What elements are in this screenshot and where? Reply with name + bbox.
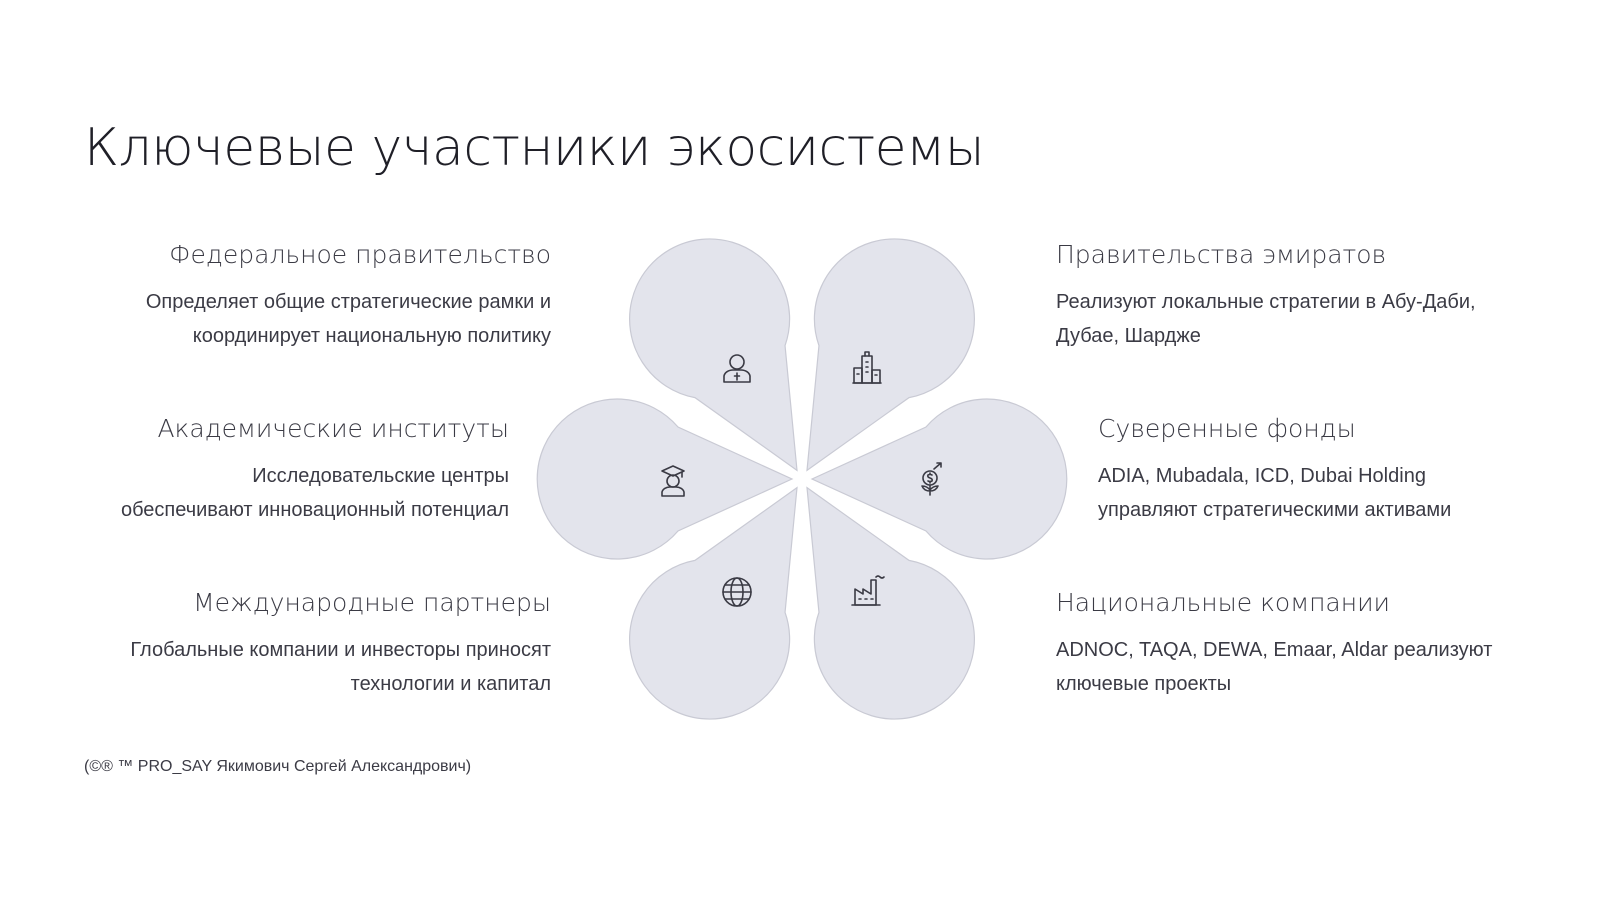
participant-heading: Национальные компании (1056, 588, 1391, 617)
participant-description: ADNOC, TAQA, DEWA, Emaar, Aldar реализую… (1056, 633, 1492, 701)
participant-academic: Академические институты Исследовательски… (121, 414, 509, 527)
participant-international: Международные партнеры Глобальные компан… (130, 588, 551, 701)
copyright-footer: (©® ™ PRO_SAY Якимович Сергей Александро… (84, 758, 472, 775)
money-growth-icon (921, 462, 942, 496)
description-line: ключевые проекты (1056, 673, 1232, 695)
description-line: обеспечивают инновационный потенциал (120, 499, 509, 521)
participant-description: ADIA, Mubadala, ICD, Dubai Holding управ… (1098, 459, 1451, 527)
description-line: ADNOC, TAQA, DEWA, Emaar, Aldar реализую… (1056, 639, 1493, 661)
description-line: ADIA, Mubadala, ICD, Dubai Holding (1098, 465, 1426, 487)
description-line: Глобальные компании и инвесторы приносят (130, 639, 551, 661)
graduate-icon (661, 465, 685, 497)
description-line: Реализуют локальные стратегии в Абу-Даби… (1056, 291, 1476, 313)
participant-description: Определяет общие стратегические рамки и … (146, 285, 551, 353)
participant-heading: Суверенные фонды (1098, 414, 1356, 443)
description-line: технологии и капитал (350, 673, 551, 695)
participant-description: Реализуют локальные стратегии в Абу-Даби… (1056, 285, 1476, 353)
participant-emirates: Правительства эмиратов Реализуют локальн… (1056, 240, 1476, 353)
description-line: управляют стратегическими активами (1098, 499, 1452, 521)
description-line: координирует национальную политику (192, 325, 551, 347)
participant-heading: Федеральное правительство (169, 240, 551, 269)
factory-icon (851, 575, 885, 606)
participant-heading: Правительства эмиратов (1056, 240, 1387, 269)
official-person-icon (723, 354, 751, 383)
participant-heading: Академические институты (157, 414, 509, 443)
globe-icon (722, 577, 752, 607)
participant-description: Глобальные компании и инвесторы приносят… (130, 633, 551, 701)
participant-heading: Международные партнеры (193, 588, 551, 617)
participant-sovereign: Суверенные фонды ADIA, Mubadala, ICD, Du… (1098, 414, 1451, 527)
description-line: Исследовательские центры (252, 465, 509, 487)
participant-federal: Федеральное правительство Определяет общ… (146, 240, 551, 353)
participant-description: Исследовательские центры обеспечивают ин… (121, 459, 509, 527)
page-title: Ключевые участники экосистемы (84, 118, 985, 178)
city-buildings-icon (852, 351, 882, 384)
participant-national: Национальные компании ADNOC, TAQA, DEWA,… (1056, 588, 1492, 701)
description-line: Определяет общие стратегические рамки и (145, 291, 551, 313)
description-line: Дубае, Шардже (1056, 325, 1201, 347)
